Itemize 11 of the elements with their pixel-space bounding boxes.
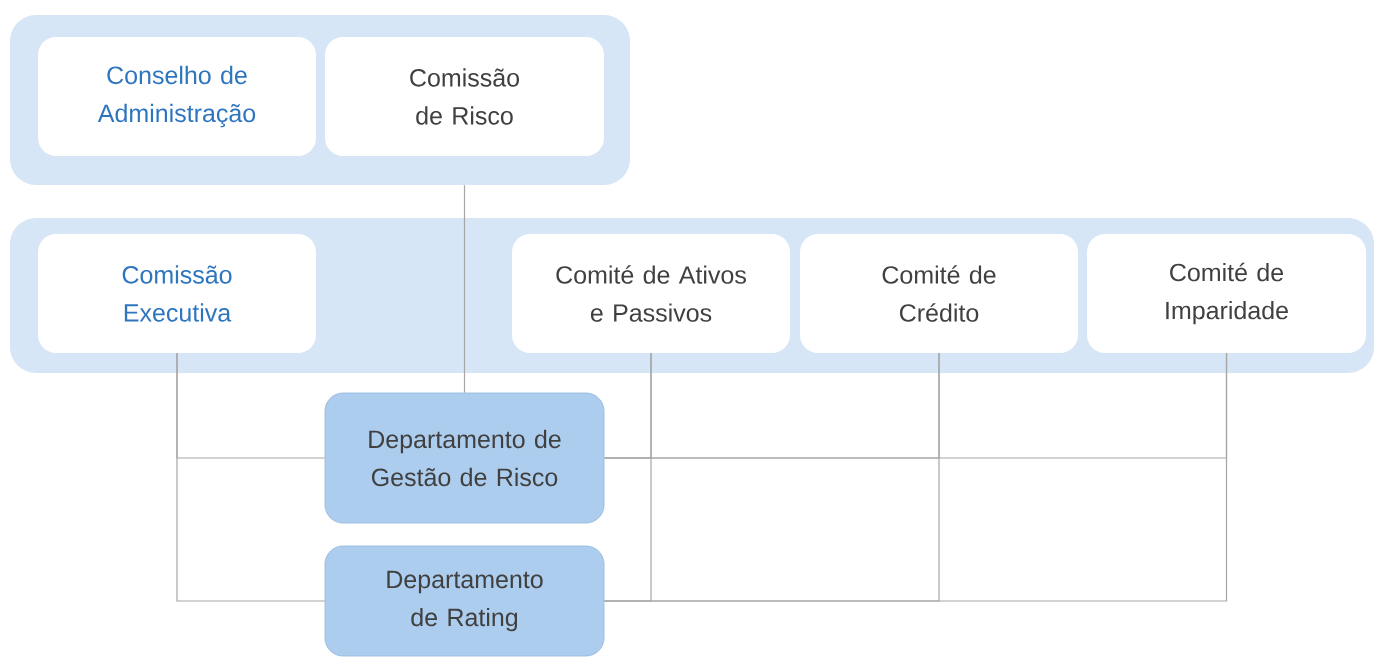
department-box: Departamento de Gestão de Risco [324,392,605,524]
connector-line [463,184,466,394]
committee-box: Comité de Ativos e Passivos [512,234,790,353]
department-box: Departamento de Rating [324,545,605,657]
committee-box: Comissão Executiva [38,234,316,353]
committee-box: Conselho de Administração [38,37,316,156]
connector-line [176,352,326,602]
committee-box: Comité de Imparidade [1087,234,1366,353]
connector-line [603,352,1228,602]
committee-box: Comissão de Risco [325,37,604,156]
committee-box: Comité de Crédito [800,234,1078,353]
